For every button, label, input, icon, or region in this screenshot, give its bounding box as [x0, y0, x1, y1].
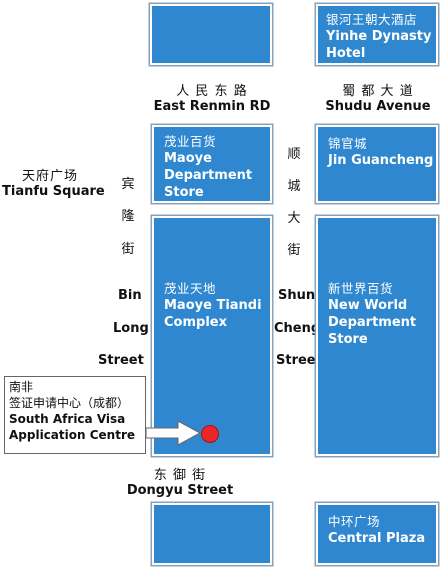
shudu-en: Shudu Avenue [325, 99, 431, 114]
central-cn: 中环广场 [328, 514, 381, 529]
maoye-tiandi-en-2: Complex [164, 315, 227, 330]
tianfu-square-label: 天府广场 Tianfu Square [2, 165, 105, 199]
shuncheng-en-1: Shun [278, 288, 316, 303]
binlong-cn-3: 街 [121, 242, 135, 257]
street-shudu-avenue: 蜀 都 大 道 Shudu Avenue [318, 80, 438, 114]
jin-cn: 锦官城 [328, 136, 368, 151]
shuncheng-cn-2: 城 [287, 179, 301, 194]
arrow-shape [145, 420, 202, 446]
maoye-tiandi-cn: 茂业天地 [164, 281, 217, 296]
callout-line-4: Application Centre [9, 428, 135, 442]
yinhe-en-label-1: Yinhe Dynasty [326, 29, 432, 44]
maoye-dept-en-1: Maoye [164, 151, 212, 166]
central-en: Central Plaza [328, 531, 426, 546]
street-dongyu: 东 御 街 Dongyu Street [125, 464, 235, 498]
yinhe-en-label-2: Hotel [326, 46, 366, 61]
visa-centre-callout: 南非 签证申请中心（成都） South Africa Visa Applicat… [4, 376, 146, 454]
maoye-dept-en-2: Department [164, 168, 253, 183]
new-world-en-1: New World [328, 298, 408, 313]
block-bottom-left [152, 503, 272, 565]
tianfu-cn: 天府广场 [21, 169, 78, 184]
shuncheng-cn-4: 街 [287, 243, 301, 258]
new-world-cn: 新世界百货 [328, 281, 394, 296]
binlong-cn-1: 宾 [121, 177, 135, 192]
tianfu-en: Tianfu Square [2, 184, 105, 199]
shuncheng-en-2: Cheng [274, 321, 321, 336]
callout-line-3: South Africa Visa [9, 412, 126, 426]
block-yinhe-dynasty-hotel: 银河王朝大酒店 Yinhe Dynasty Hotel [316, 4, 438, 65]
dongyu-en: Dongyu Street [126, 483, 234, 498]
block-top-left [150, 4, 272, 65]
shudu-cn: 蜀 都 大 道 [342, 84, 414, 99]
street-east-renmin: 人 民 东 路 East Renmin RD [140, 80, 284, 114]
block-new-world-department-store: 新世界百货 New World Department Store [316, 216, 438, 456]
new-world-en-3: Store [328, 332, 368, 347]
jin-en: Jin Guancheng [328, 153, 434, 168]
maoye-tiandi-en-1: Maoye Tiandi [164, 298, 262, 313]
binlong-en-3: Street [98, 353, 144, 368]
block-maoye-tiandi-complex: 茂业天地 Maoye Tiandi Complex [152, 216, 272, 456]
block-central-plaza: 中环广场 Central Plaza [316, 503, 438, 565]
block-maoye-department-store: 茂业百货 Maoye Department Store [152, 125, 272, 203]
yinhe-cn-label: 银河王朝大酒店 [326, 12, 418, 27]
binlong-cn-2: 隆 [121, 209, 135, 224]
shuncheng-cn-1: 顺 [287, 147, 301, 162]
new-world-en-2: Department [328, 315, 417, 330]
maoye-dept-en-3: Store [164, 185, 204, 200]
callout-line-2: 签证申请中心（成都） [9, 396, 130, 410]
binlong-en-1: Bin [118, 288, 142, 303]
maoye-dept-cn: 茂业百货 [164, 134, 217, 149]
binlong-en-2: Long [113, 321, 149, 336]
shuncheng-en-3: Street [276, 353, 322, 368]
dongyu-cn: 东 御 街 [153, 468, 207, 483]
block-jin-guancheng: 锦官城 Jin Guancheng [316, 125, 438, 203]
callout-line-1: 南非 [9, 380, 34, 394]
visa-centre-marker [201, 425, 219, 443]
east-renmin-cn: 人 民 东 路 [176, 84, 248, 99]
east-renmin-en: East Renmin RD [153, 99, 271, 114]
shuncheng-cn-3: 大 [287, 211, 301, 226]
